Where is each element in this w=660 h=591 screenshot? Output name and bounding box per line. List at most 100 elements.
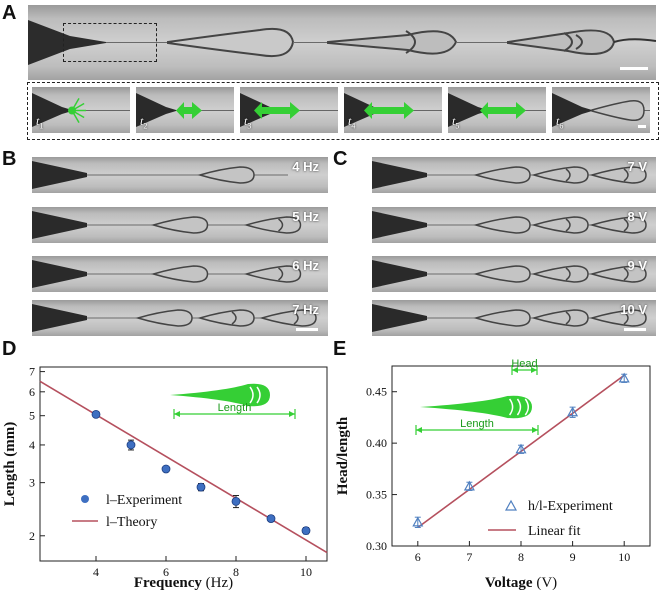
droplet-fold	[565, 267, 571, 281]
x-tick-label: 6	[163, 565, 169, 579]
frequency-strip: 4 Hz	[32, 157, 328, 193]
data-point	[266, 514, 276, 524]
plot-frame	[39, 366, 328, 562]
arrow-body	[420, 395, 532, 419]
nozzle-shape	[372, 260, 427, 288]
field-dot	[68, 106, 76, 115]
nozzle-shape	[32, 211, 87, 239]
strip-drawing	[372, 161, 647, 189]
strip-tag: 9 V	[627, 258, 647, 273]
time-frame-6: t6	[552, 87, 650, 133]
panel-label-a: A	[2, 2, 17, 24]
droplet-head	[531, 216, 589, 234]
frame-drawing	[32, 93, 130, 127]
droplet-fold	[278, 218, 284, 232]
x-tick-label: 6	[415, 550, 421, 564]
strip-tag: 4 Hz	[292, 159, 319, 174]
nozzle-shape	[32, 304, 87, 332]
strip-tag: 7 Hz	[292, 302, 319, 317]
frame-drawing	[136, 93, 234, 127]
droplet-head	[473, 309, 531, 327]
growth-arrow-head	[404, 102, 414, 119]
panel-label-e: E	[333, 338, 347, 360]
data-point	[618, 372, 630, 383]
growth-arrow-head	[516, 102, 526, 119]
y-tick-label: 0.45	[366, 385, 387, 399]
frequency-strip: 5 Hz	[32, 207, 328, 243]
nozzle-shape	[136, 93, 176, 127]
droplet-head	[589, 265, 647, 283]
nozzle-shape	[372, 161, 427, 189]
x-tick-label: 10	[618, 550, 630, 564]
droplet-head	[259, 309, 317, 327]
voltage-strip: 7 V	[372, 157, 656, 193]
frame-drawing	[552, 93, 650, 127]
voltage-strip: 9 V	[372, 256, 656, 292]
frame-drawing	[344, 93, 442, 127]
growth-arrow-head	[192, 102, 202, 119]
x-tick-label: 10	[300, 565, 312, 579]
strip-tag: 6 Hz	[292, 258, 319, 273]
voltage-strip: 10 V	[372, 300, 656, 336]
droplet-head	[473, 265, 531, 283]
frame-drawing	[448, 93, 546, 127]
arrow-fold	[508, 398, 514, 416]
x-tick-label: 8	[233, 565, 239, 579]
scale-bar	[624, 328, 646, 331]
growth-arrow-head	[290, 102, 300, 119]
time-label: t6	[556, 114, 564, 131]
time-label: t5	[452, 114, 460, 131]
droplet-head	[589, 166, 647, 184]
arrow-fold	[249, 386, 254, 404]
y-tick-label: 5	[29, 409, 35, 423]
x-axis-unit: (V)	[533, 575, 558, 590]
dimension-arrowhead	[532, 427, 538, 433]
y-tick-label: 0.40	[366, 436, 387, 450]
y-tick-label: 2	[29, 529, 35, 543]
plot-frame	[391, 365, 651, 547]
y-axis-label: Length (mm)	[2, 422, 18, 507]
growth-arrow-body	[372, 107, 404, 114]
frequency-strip: 7 Hz	[32, 300, 328, 336]
droplet-fold	[293, 311, 299, 325]
nozzle-shape	[32, 93, 72, 127]
strip-tag: 5 Hz	[292, 209, 319, 224]
scale-bar	[296, 328, 318, 331]
data-point	[463, 480, 475, 491]
frame-drawing	[240, 93, 338, 127]
x-axis-unit: (Hz)	[202, 575, 233, 590]
nozzle-shape	[448, 93, 488, 127]
arrow-fold	[256, 386, 261, 404]
y-tick-label: 4	[29, 438, 35, 452]
droplet-fold	[623, 218, 629, 232]
scale-bar	[638, 125, 646, 128]
green-arrow-icon	[170, 383, 270, 407]
zoom-region-box	[63, 23, 157, 62]
strip-drawing	[32, 304, 317, 332]
droplet-fold	[565, 168, 571, 182]
arrow-body	[170, 383, 270, 407]
data-point	[515, 443, 527, 454]
dimension-arrowhead	[174, 411, 180, 417]
y-axis-label: Head/length	[335, 416, 351, 495]
panel-label-c: C	[333, 148, 348, 170]
panel-label-d: D	[2, 338, 17, 360]
dimension-arrowhead	[531, 367, 537, 373]
growth-arrow-body	[488, 107, 516, 114]
data-point	[161, 464, 171, 474]
dimension-arrowhead	[416, 427, 422, 433]
droplet-head	[150, 216, 209, 234]
legend-label-fit: Linear fit	[528, 524, 581, 539]
time-frame-1: t1	[32, 87, 130, 133]
droplet-head	[531, 309, 589, 327]
x-axis-label: Voltage (V)	[485, 575, 557, 590]
time-frame-3: t3	[240, 87, 338, 133]
growth-arrow-body	[262, 107, 290, 114]
droplet-head	[589, 216, 647, 234]
droplet-head	[531, 265, 589, 283]
scale-bar	[620, 67, 648, 70]
panel-label-b: B	[2, 148, 17, 170]
jet-drawing	[28, 20, 656, 65]
droplet-head	[150, 265, 209, 283]
droplet-fold	[623, 168, 629, 182]
